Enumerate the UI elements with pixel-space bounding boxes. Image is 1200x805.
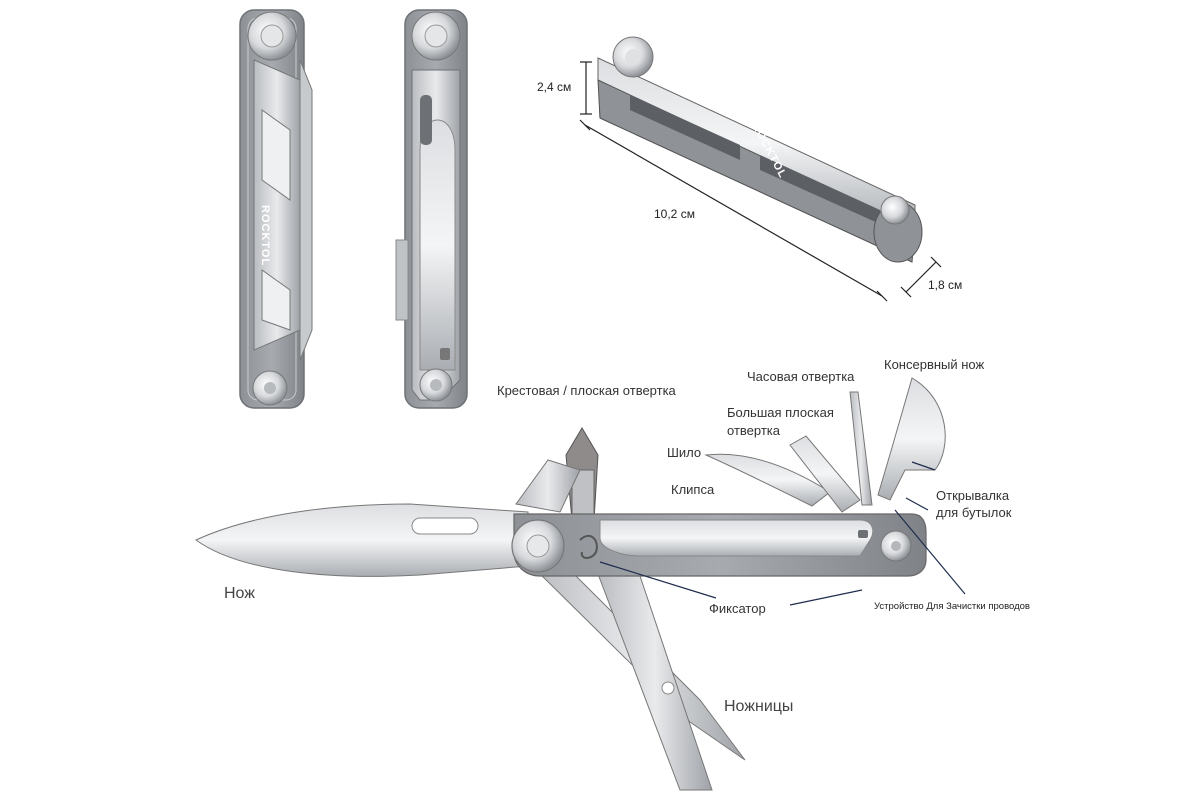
label-wire-stripper: Устройство Для Зачистки проводов [874,601,1030,612]
label-bottle-opener-line1: Открывалка [936,488,1010,503]
dimension-lines [579,61,942,302]
label-watch-screwdriver: Часовая отвертка [747,369,855,384]
label-scissors: Ножницы [724,698,794,715]
label-bottle-opener-line2: для бутылок [936,505,1012,520]
closed-tool-side-b [395,9,468,409]
dimension-height-label: 2,4 см [537,80,572,94]
label-clip: Клипса [671,482,715,497]
dimension-width-label: 1,8 см [928,278,963,292]
label-big-flat-screwdriver-line2: отвертка [727,423,780,438]
dimension-length-label: 10,2 см [654,207,695,221]
label-can-opener: Консервный нож [884,357,985,372]
closed-tool-isometric: ROCKTOL [597,36,923,263]
label-phillips-flat-screwdriver: Крестовая / плоская отвертка [497,383,676,398]
label-awl: Шило [667,445,702,460]
label-lock: Фиксатор [709,601,766,616]
open-tool [195,377,946,791]
leader-lines [599,461,966,606]
closed-tool-side-a: ROCKTOL [239,9,313,409]
label-knife: Нож [224,585,255,602]
brand-logo-side-a: ROCKTOL [259,205,271,266]
label-big-flat-screwdriver-line1: Большая плоская [727,405,834,420]
